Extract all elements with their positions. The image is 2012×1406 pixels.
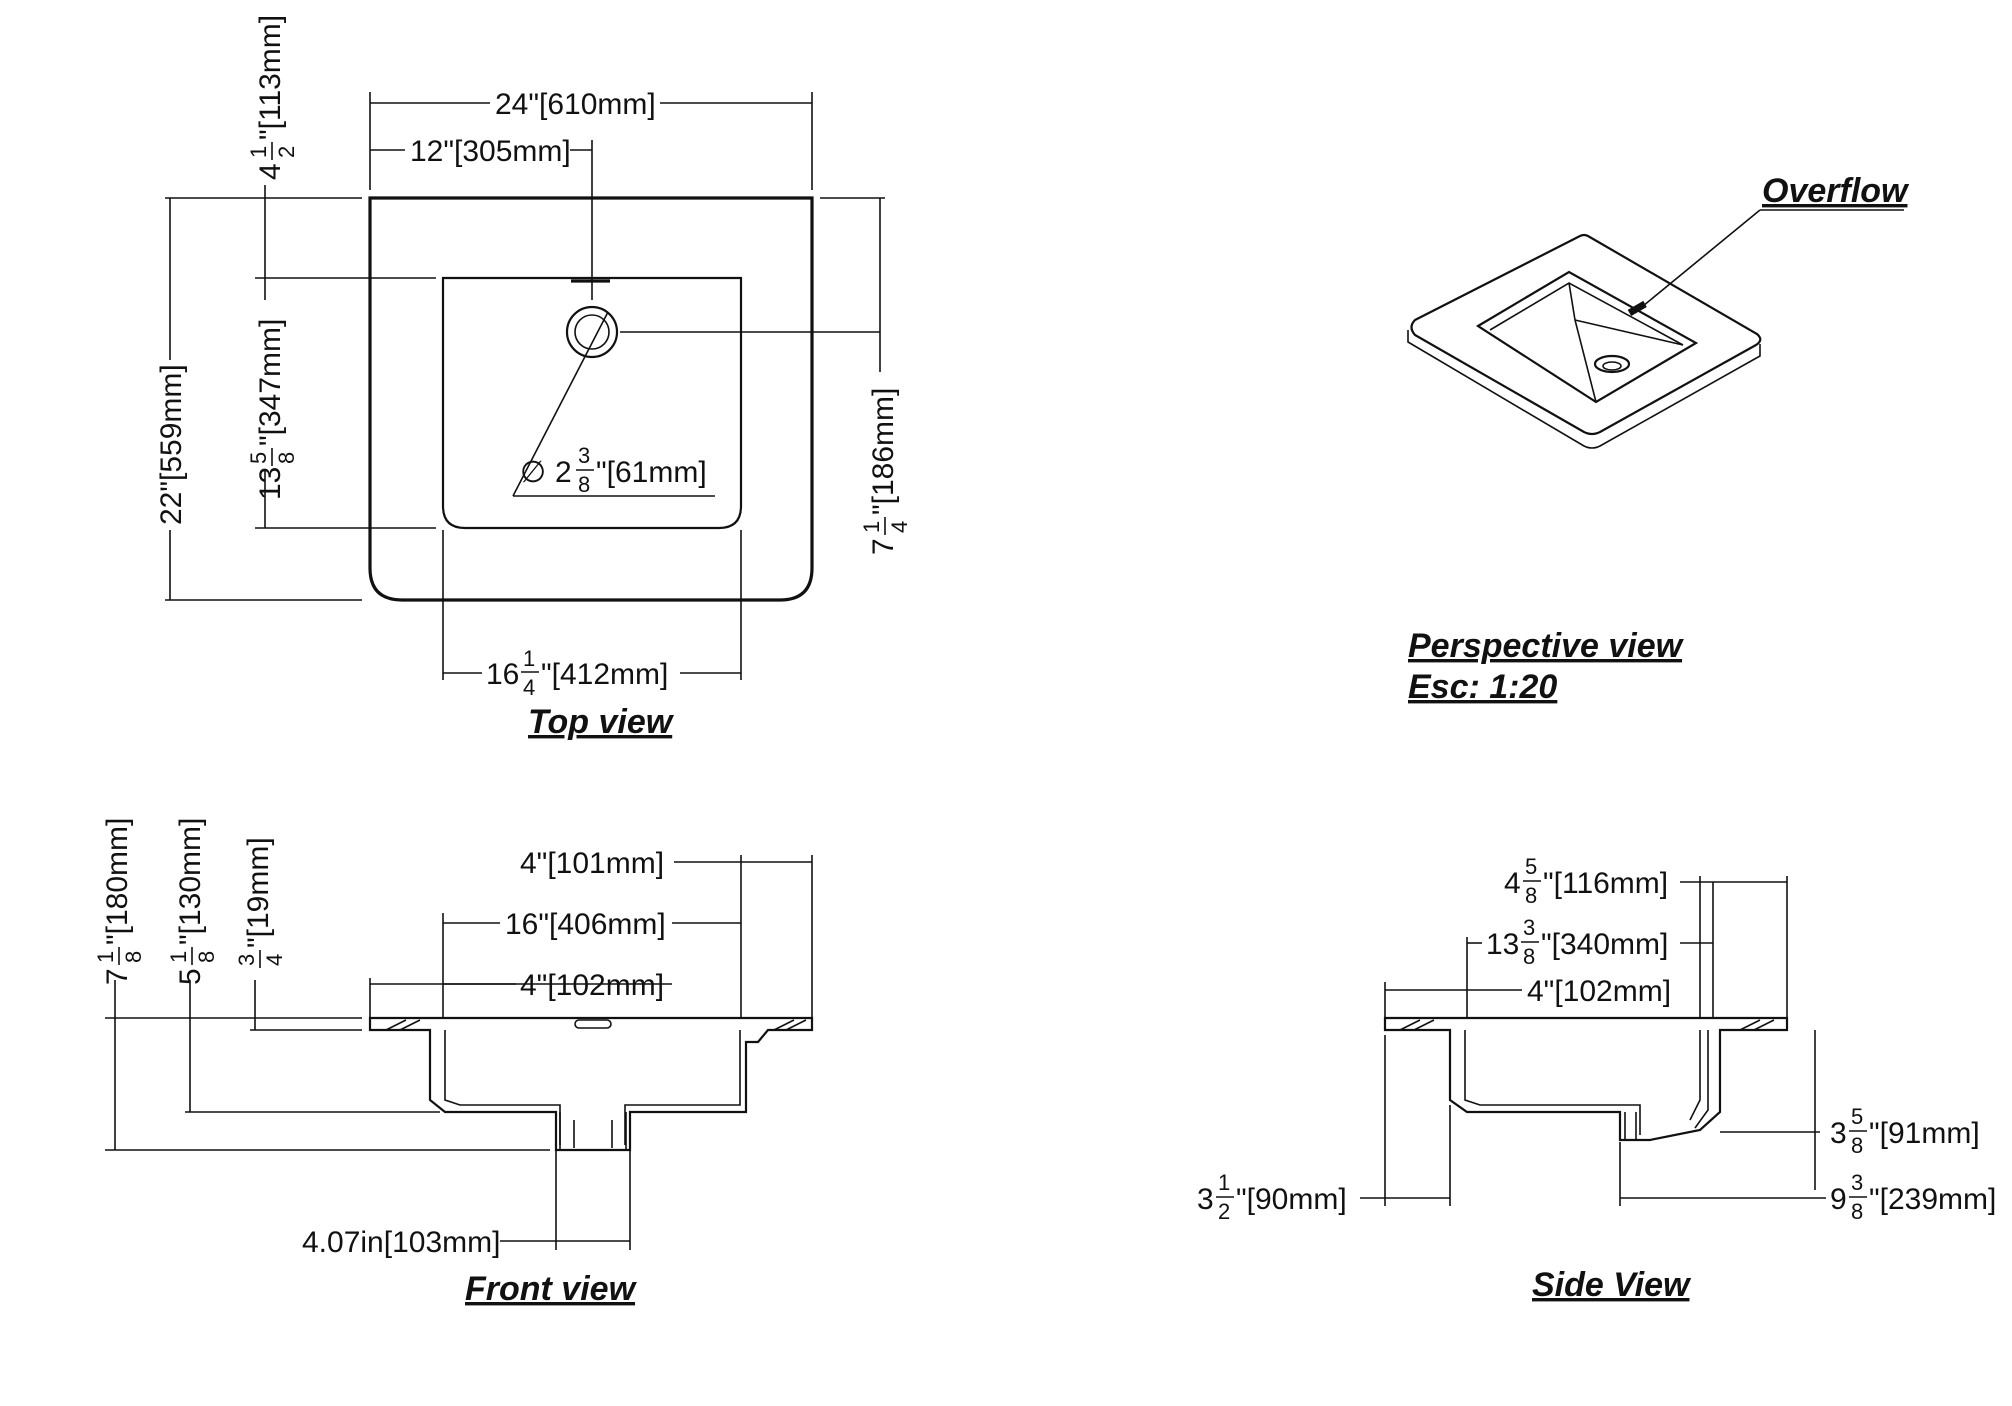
drain-outer	[565, 305, 619, 359]
svg-text:3: 3	[1830, 1117, 1847, 1150]
svg-text:5: 5	[1525, 854, 1537, 879]
svg-text:9: 9	[1830, 1183, 1847, 1216]
side-countertop	[1383, 1016, 1789, 1142]
svg-text:8: 8	[274, 452, 299, 464]
svg-text:∅: ∅	[520, 456, 546, 489]
front-left-4-dim: 4"[102mm]	[520, 969, 664, 1002]
side-view-title: Side View	[1532, 1266, 1692, 1304]
svg-text:1: 1	[1218, 1170, 1230, 1195]
side-top-dim: 4 5 8 "[116mm]	[1504, 854, 1668, 908]
perspective-outline	[1410, 233, 1762, 436]
svg-text:8: 8	[194, 951, 219, 963]
svg-text:"[412mm]: "[412mm]	[541, 658, 668, 691]
svg-text:3: 3	[234, 954, 259, 966]
svg-text:8: 8	[578, 472, 590, 497]
svg-text:1: 1	[859, 521, 884, 533]
svg-text:"[180mm]: "[180mm]	[101, 818, 134, 945]
drain-inner	[574, 314, 610, 350]
top-view: 24"[610mm] 12"[305mm] 22"[559mm] 4 1 2 "…	[155, 15, 912, 741]
svg-text:3: 3	[1851, 1170, 1863, 1195]
side-view: 4 5 8 "[116mm] 13 3 8 "[340mm] 4"[102mm]…	[1197, 854, 1996, 1304]
front-view-title: Front view	[465, 1270, 638, 1308]
svg-text:13: 13	[254, 467, 287, 500]
svg-text:"[340mm]: "[340mm]	[1541, 928, 1668, 961]
perspective-scale: Esc: 1:20	[1408, 668, 1557, 706]
top-basin-width-dim: 16 1 4 "[412mm]	[486, 646, 668, 700]
svg-text:"[239mm]: "[239mm]	[1869, 1183, 1996, 1216]
top-view-title: Top view	[528, 703, 675, 741]
top-half-width-dim: 12"[305mm]	[410, 135, 571, 168]
front-top-height-dim: 3 4 "[19mm]	[234, 837, 287, 968]
svg-text:"[186mm]: "[186mm]	[867, 388, 900, 515]
top-view-basin	[441, 276, 743, 530]
perspective-view: Overflow Perspective view Esc: 1:20	[1407, 172, 1910, 706]
side-drain-dim: 9 3 8 "[239mm]	[1830, 1170, 1996, 1224]
overflow-callout: Overflow	[1762, 172, 1910, 210]
front-view: 4"[101mm] 16"[406mm] 4"[102mm] 7 1 8 "[1…	[93, 818, 814, 1308]
svg-text:7: 7	[101, 968, 134, 985]
side-left-bottom-dim: 3 1 2 "[90mm]	[1197, 1170, 1347, 1224]
svg-text:4: 4	[262, 954, 287, 966]
svg-text:3: 3	[578, 443, 590, 468]
svg-text:3: 3	[1523, 915, 1535, 940]
svg-text:8: 8	[1851, 1133, 1863, 1158]
svg-text:5: 5	[246, 452, 271, 464]
svg-text:"[19mm]: "[19mm]	[242, 837, 275, 948]
svg-text:"[90mm]: "[90mm]	[1236, 1183, 1347, 1216]
front-basin-height-dim: 5 1 8 "[130mm]	[166, 818, 219, 985]
svg-text:"[347mm]: "[347mm]	[254, 319, 287, 446]
svg-text:3: 3	[1197, 1183, 1214, 1216]
svg-text:2: 2	[1218, 1199, 1230, 1224]
top-width-dim: 24"[610mm]	[495, 88, 656, 121]
svg-text:8: 8	[1851, 1199, 1863, 1224]
front-countertop	[368, 1016, 814, 1152]
svg-text:1: 1	[246, 146, 271, 158]
top-depth-dim: 22"[559mm]	[155, 364, 188, 525]
front-right-4-dim: 4"[101mm]	[520, 847, 664, 880]
svg-text:"[130mm]: "[130mm]	[174, 818, 207, 945]
svg-text:13: 13	[1486, 928, 1519, 961]
svg-text:1: 1	[93, 951, 118, 963]
svg-text:4: 4	[887, 521, 912, 533]
top-drain-offset-dim: 7 1 4 "[186mm]	[859, 388, 912, 555]
svg-text:1: 1	[166, 951, 191, 963]
svg-text:5: 5	[174, 968, 207, 985]
svg-text:1: 1	[523, 646, 535, 671]
perspective-basin	[1475, 270, 1699, 404]
perspective-title: Perspective view	[1408, 627, 1685, 665]
svg-text:7: 7	[867, 538, 900, 555]
side-overflow-dim: 3 5 8 "[91mm]	[1830, 1104, 1980, 1158]
svg-text:8: 8	[121, 951, 146, 963]
svg-text:"[116mm]: "[116mm]	[1543, 867, 1668, 900]
svg-text:2: 2	[274, 146, 299, 158]
drain-diameter-dim: ∅ 2 3 8 "[61mm]	[520, 443, 707, 497]
svg-text:8: 8	[1523, 944, 1535, 969]
svg-text:4: 4	[1504, 867, 1521, 900]
svg-text:16: 16	[486, 658, 519, 691]
svg-text:5: 5	[1851, 1104, 1863, 1129]
top-view-outline	[368, 196, 814, 602]
front-overflow-slot	[574, 1019, 612, 1029]
front-inner-16-dim: 16"[406mm]	[505, 908, 666, 941]
svg-text:"[113mm]: "[113mm]	[254, 15, 287, 140]
perspective-overflow-marker	[1627, 300, 1647, 316]
svg-text:"[61mm]: "[61mm]	[596, 456, 707, 489]
svg-text:2: 2	[555, 456, 572, 489]
side-left-4-dim: 4"[102mm]	[1527, 975, 1671, 1008]
svg-text:8: 8	[1525, 883, 1537, 908]
top-basin-depth-dim: 13 5 8 "[347mm]	[246, 319, 299, 500]
top-front-gap-dim: 4 1 2 "[113mm]	[246, 15, 299, 180]
perspective-drain	[1593, 354, 1631, 374]
svg-text:4: 4	[254, 163, 287, 180]
front-total-height-dim: 7 1 8 "[180mm]	[93, 818, 146, 985]
front-drain-width-dim: 4.07in[103mm]	[302, 1226, 500, 1259]
svg-text:4: 4	[523, 675, 535, 700]
side-mid-dim: 13 3 8 "[340mm]	[1486, 915, 1668, 969]
svg-text:"[91mm]: "[91mm]	[1869, 1117, 1980, 1150]
